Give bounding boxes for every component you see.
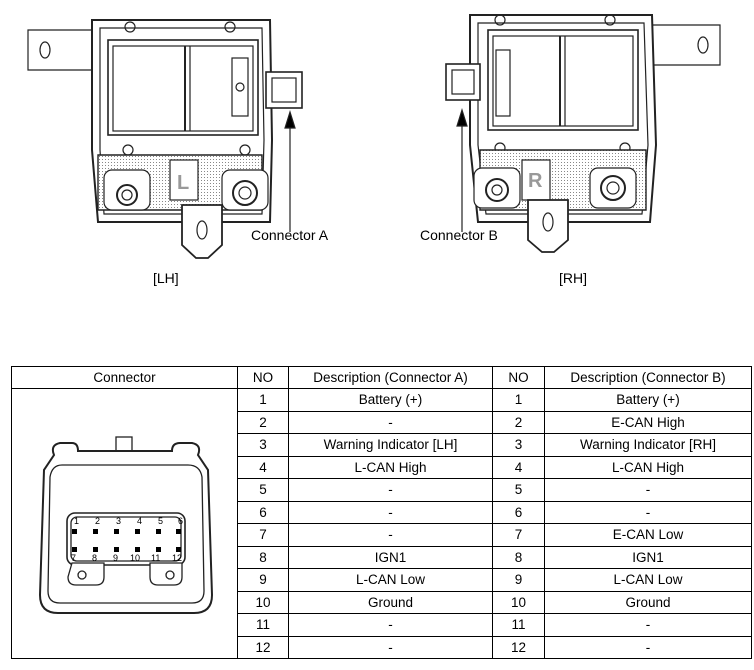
pin-numbers: 1 2 3 4 5 6 7 8 9 10 11 12 [71, 516, 183, 563]
table-row: 1 2 3 4 5 6 7 8 9 10 11 12 1 [11, 388, 752, 659]
pin-desc-a: - [288, 478, 493, 502]
pin-no-a: 11 [237, 613, 289, 637]
pin-desc-a: - [288, 500, 493, 524]
pin-desc-a: IGN1 [288, 545, 493, 569]
pin-number: 5 [158, 516, 163, 526]
header-connector: Connector [11, 366, 238, 389]
header-no-a: NO [237, 366, 289, 389]
rh-r-mark: R [528, 170, 543, 192]
pin-desc-b: Warning Indicator [RH] [544, 433, 752, 457]
pin-description-table: Connector NO Description (Connector A) N… [11, 366, 752, 659]
pin-no-a: 8 [237, 545, 289, 569]
pin-no-a: 1 [237, 388, 289, 412]
pin-desc-b: - [544, 635, 752, 659]
pin-no-b: 7 [492, 523, 545, 547]
pin-desc-b: - [544, 478, 752, 502]
pin-number: 3 [116, 516, 121, 526]
pin-no-b: 4 [492, 455, 545, 479]
pin-number: 10 [130, 553, 140, 563]
pin-number: 12 [172, 553, 182, 563]
table-row: 11-11- [12, 613, 752, 637]
rh-caption: [RH] [559, 270, 587, 286]
pin-desc-b: Battery (+) [544, 388, 752, 412]
pin-number: 11 [151, 553, 160, 563]
connector-face-cell: 1 2 3 4 5 6 7 8 9 10 11 12 [11, 388, 238, 659]
pin-no-b: 6 [492, 500, 545, 524]
pin-number: 4 [137, 516, 142, 526]
pin-desc-b: E-CAN Low [544, 523, 752, 547]
table-row: 6-6- [12, 500, 752, 524]
pin-desc-b: L-CAN High [544, 455, 752, 479]
pin-markers [72, 528, 181, 552]
pin-number: 2 [95, 516, 100, 526]
header-desc-b: Description (Connector B) [544, 366, 752, 389]
pin-desc-b: L-CAN Low [544, 568, 752, 592]
pin-no-b: 5 [492, 478, 545, 502]
pin-no-b: 12 [492, 635, 545, 659]
pin-number: 7 [71, 553, 76, 563]
pin-no-b: 2 [492, 410, 545, 434]
pin-no-a: 4 [237, 455, 289, 479]
pin-number: 6 [178, 516, 183, 526]
pin-desc-b: Ground [544, 590, 752, 614]
pin-desc-a: L-CAN Low [288, 568, 493, 592]
module-illustration [27, 14, 721, 259]
pin-desc-b: - [544, 613, 752, 637]
rh-module-drawing [445, 14, 721, 253]
pin-desc-a: - [288, 635, 493, 659]
pin-number: 9 [113, 553, 118, 563]
connector-a-label: Connector A [251, 227, 329, 243]
pin-desc-b: E-CAN High [544, 410, 752, 434]
pin-desc-b: IGN1 [544, 545, 752, 569]
table-header-row: Connector NO Description (Connector A) N… [11, 366, 752, 389]
pin-no-b: 9 [492, 568, 545, 592]
header-desc-a: Description (Connector A) [288, 366, 493, 389]
pin-no-b: 8 [492, 545, 545, 569]
pin-no-a: 5 [237, 478, 289, 502]
pin-no-b: 1 [492, 388, 545, 412]
pin-desc-a: - [288, 613, 493, 637]
pin-no-a: 9 [237, 568, 289, 592]
pin-no-b: 10 [492, 590, 545, 614]
lh-l-mark: L [177, 172, 190, 194]
connector-face-drawing: 1 2 3 4 5 6 7 8 9 10 11 12 [38, 435, 214, 614]
pin-number: 1 [74, 516, 79, 526]
lh-caption: [LH] [153, 270, 179, 286]
pin-no-a: 2 [237, 410, 289, 434]
pin-desc-a: - [288, 523, 493, 547]
pin-desc-a: Ground [288, 590, 493, 614]
pin-no-b: 3 [492, 433, 545, 457]
pin-desc-a: Warning Indicator [LH] [288, 433, 493, 457]
pin-desc-a: - [288, 410, 493, 434]
pin-no-a: 12 [237, 635, 289, 659]
pin-desc-a: L-CAN High [288, 455, 493, 479]
pin-no-a: 3 [237, 433, 289, 457]
lh-module-drawing [27, 19, 303, 259]
pin-number: 8 [92, 553, 97, 563]
connector-b-label: Connector B [420, 227, 498, 243]
table-row: 12-12- [12, 635, 752, 659]
pin-no-a: 6 [237, 500, 289, 524]
pin-no-a: 7 [237, 523, 289, 547]
pin-desc-a: Battery (+) [288, 388, 493, 412]
header-no-b: NO [492, 366, 545, 389]
pin-no-b: 11 [492, 613, 545, 637]
pin-no-a: 10 [237, 590, 289, 614]
pin-desc-b: - [544, 500, 752, 524]
